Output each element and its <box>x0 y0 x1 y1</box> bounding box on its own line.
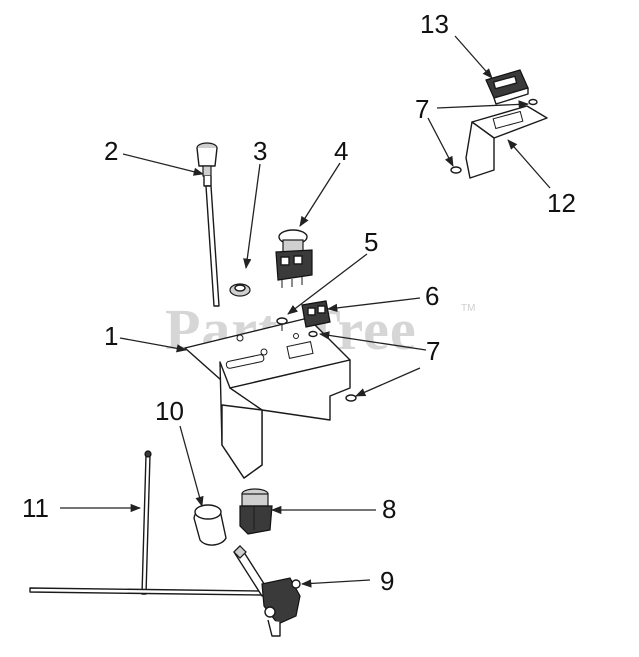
callout-10: 10 <box>155 396 184 426</box>
part-10-knob[interactable] <box>193 504 227 546</box>
part-1-control-panel[interactable] <box>184 317 351 479</box>
part-8-socket[interactable] <box>239 488 273 535</box>
part-6-switch[interactable] <box>301 300 331 328</box>
callout-7-lower: 7 <box>426 336 440 366</box>
part-13-hour-meter[interactable] <box>485 69 529 105</box>
callout-6: 6 <box>425 281 439 311</box>
part-7-screw-lower[interactable] <box>308 330 357 402</box>
callout-7-upper: 7 <box>415 94 429 124</box>
leader-lines <box>60 35 551 588</box>
callout-2: 2 <box>104 136 118 166</box>
callout-11: 11 <box>22 493 49 523</box>
part-12-bracket[interactable] <box>465 105 548 179</box>
callout-8: 8 <box>382 494 396 524</box>
callout-1: 1 <box>104 321 118 351</box>
part-2-throttle-control[interactable] <box>196 142 220 307</box>
callout-4: 4 <box>334 136 348 166</box>
callout-9: 9 <box>380 566 394 596</box>
callout-12: 12 <box>547 188 576 218</box>
part-11-rod[interactable] <box>29 450 263 596</box>
callout-3: 3 <box>253 136 267 166</box>
callout-5: 5 <box>364 227 378 257</box>
part-3-nut[interactable] <box>229 283 251 297</box>
part-5-screw[interactable] <box>276 317 288 331</box>
callout-13: 13 <box>420 9 449 39</box>
part-7-screw-upper[interactable] <box>450 98 538 174</box>
part-9-lever-assembly[interactable] <box>233 545 301 637</box>
watermark-trademark: TM <box>461 303 475 314</box>
part-4-ignition-switch[interactable] <box>275 229 313 288</box>
